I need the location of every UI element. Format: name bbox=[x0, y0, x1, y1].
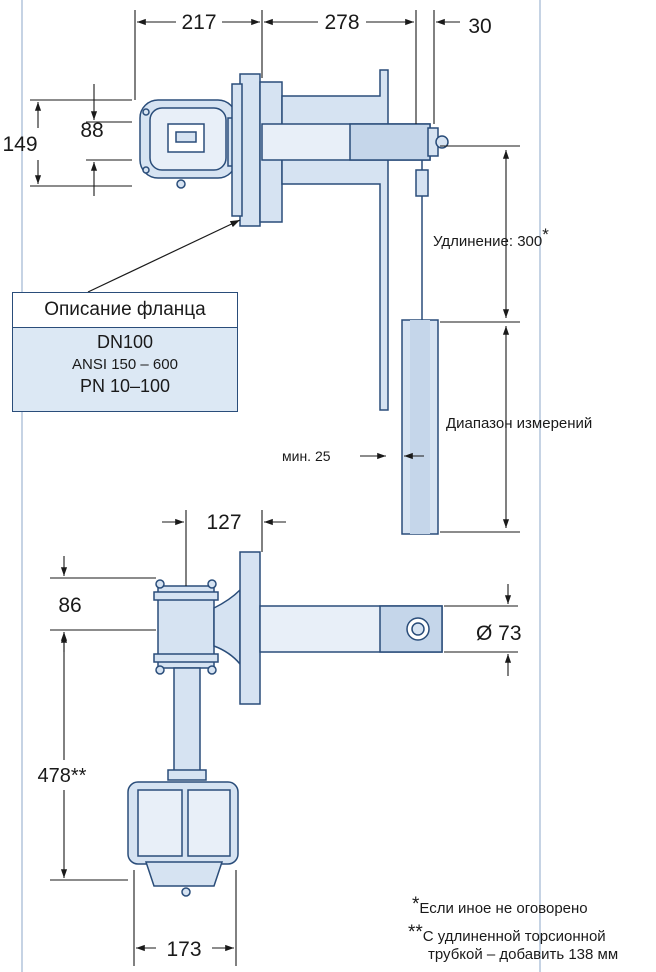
dim-173-label: 173 bbox=[166, 938, 201, 961]
dim-217-label: 217 bbox=[181, 11, 216, 34]
top-dimensions bbox=[30, 10, 520, 533]
drawing-frame bbox=[21, 0, 541, 972]
extension-text: Удлинение: 300 bbox=[433, 233, 542, 250]
tank-wall bbox=[281, 69, 389, 411]
bottom-flange bbox=[239, 551, 261, 705]
dim-86-label: 86 bbox=[58, 594, 81, 617]
flange-leader bbox=[87, 219, 241, 293]
footnote-1: *Если иное не оговорено bbox=[412, 894, 588, 917]
flange-dn100: DN100 bbox=[96, 332, 154, 352]
extension-star: * bbox=[542, 225, 549, 244]
extension-label: Удлинение: 300* bbox=[433, 225, 549, 250]
flange-box-title: Описание фланца bbox=[13, 293, 237, 328]
measuring-range-label: Диапазон измерений bbox=[446, 415, 592, 432]
dim-478-label: 478** bbox=[38, 765, 87, 787]
footnote-2: **С удлиненной торсионной bbox=[408, 922, 606, 945]
dim-278-label: 278 bbox=[324, 11, 359, 34]
footnote-1-star: * bbox=[412, 894, 420, 915]
dim-127-label: 127 bbox=[206, 511, 241, 534]
footnote-2-line1: С удлиненной торсионной bbox=[422, 928, 606, 945]
flange-description-box: Описание фланца DN100 ANSI 150 – 600 PN … bbox=[12, 292, 238, 412]
flange-pn: PN 10–100 bbox=[79, 376, 171, 396]
min-25-label: мин. 25 bbox=[282, 448, 331, 464]
dim-88-label: 88 bbox=[80, 119, 103, 142]
flange-ansi: ANSI 150 – 600 bbox=[72, 356, 178, 373]
housing-screw bbox=[176, 179, 186, 189]
bottom-dimensions bbox=[50, 510, 518, 966]
dim-73-label: Ø 73 bbox=[476, 622, 522, 645]
bottom-view-assembly bbox=[127, 551, 443, 897]
top-view-assembly bbox=[139, 69, 449, 535]
footnote-2-line2: трубкой – добавить 138 мм bbox=[428, 946, 619, 963]
process-flange bbox=[239, 73, 261, 227]
support-tube bbox=[173, 667, 201, 773]
footnote-2-cont: трубкой – добавить 138 мм bbox=[428, 946, 618, 963]
footnote-1-text: Если иное не оговорено bbox=[419, 900, 588, 917]
dim-30-label: 30 bbox=[468, 15, 491, 38]
dim-149-label: 149 bbox=[2, 133, 37, 156]
footnote-2-star: ** bbox=[408, 922, 423, 943]
